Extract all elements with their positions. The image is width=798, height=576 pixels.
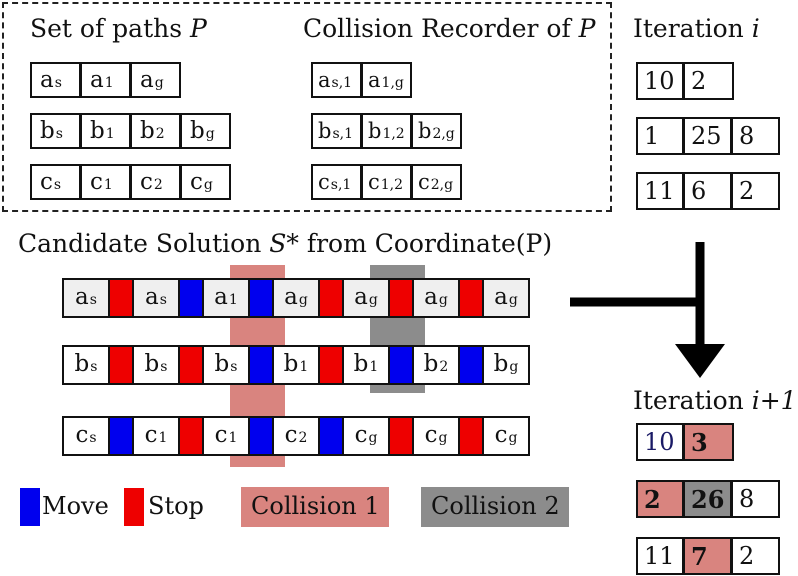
iteration-next-title: Iteration i+1 (633, 386, 797, 415)
stop-action-marker (318, 345, 344, 385)
move-action-marker (458, 345, 484, 385)
iteration-i-title: Iteration i (633, 14, 760, 43)
collision-2-legend-label: Collision 2 (431, 492, 560, 520)
move-legend-label: Move (42, 492, 109, 520)
collision-count-cell: 11 (636, 172, 684, 210)
collision-count-cell: 1 (636, 117, 684, 155)
updated-count-cell: 7 (683, 537, 732, 575)
updated-count-cell: 8 (731, 480, 780, 518)
move-action-marker (248, 416, 274, 456)
stop-action-marker (388, 416, 414, 456)
stop-action-marker (318, 278, 344, 318)
collision-count-cell: 8 (731, 117, 780, 155)
move-action-marker (388, 345, 414, 385)
stop-action-marker (178, 345, 204, 385)
updated-count-cell: 10 (636, 423, 684, 461)
move-action-marker (108, 416, 134, 456)
collision-count-cell: 10 (636, 62, 684, 100)
recorder-title: Collision Recorder of P (303, 14, 596, 43)
candidate-title: Candidate Solution S* from Coordinate(P) (18, 229, 553, 258)
stop-action-marker (388, 278, 414, 318)
paths-frame (2, 2, 612, 212)
move-action-marker (318, 416, 344, 456)
updated-count-cell: 26 (683, 480, 732, 518)
updated-count-cell: 2 (731, 537, 780, 575)
move-action-marker (248, 345, 274, 385)
collision-count-cell: 2 (731, 172, 780, 210)
stop-action-marker (178, 416, 204, 456)
move-legend-swatch (20, 488, 40, 526)
collision-count-cell: 6 (683, 172, 732, 210)
collision-1-legend-swatch (241, 487, 389, 527)
stop-action-marker (108, 278, 134, 318)
paths-title: Set of paths P (30, 14, 207, 43)
updated-count-cell: 3 (683, 423, 734, 461)
stop-legend-label: Stop (148, 492, 204, 520)
collision-count-cell: 2 (683, 62, 734, 100)
updated-count-cell: 2 (636, 480, 684, 518)
stop-legend-swatch (124, 488, 144, 526)
update-arrow-icon (570, 242, 725, 378)
stop-action-marker (108, 345, 134, 385)
collision-count-cell: 25 (683, 117, 732, 155)
stop-action-marker (458, 278, 484, 318)
updated-count-cell: 11 (636, 537, 684, 575)
stop-action-marker (458, 416, 484, 456)
collision-2-legend-swatch (421, 487, 569, 527)
move-action-marker (178, 278, 204, 318)
collision-1-legend-label: Collision 1 (251, 492, 380, 520)
move-action-marker (248, 278, 274, 318)
